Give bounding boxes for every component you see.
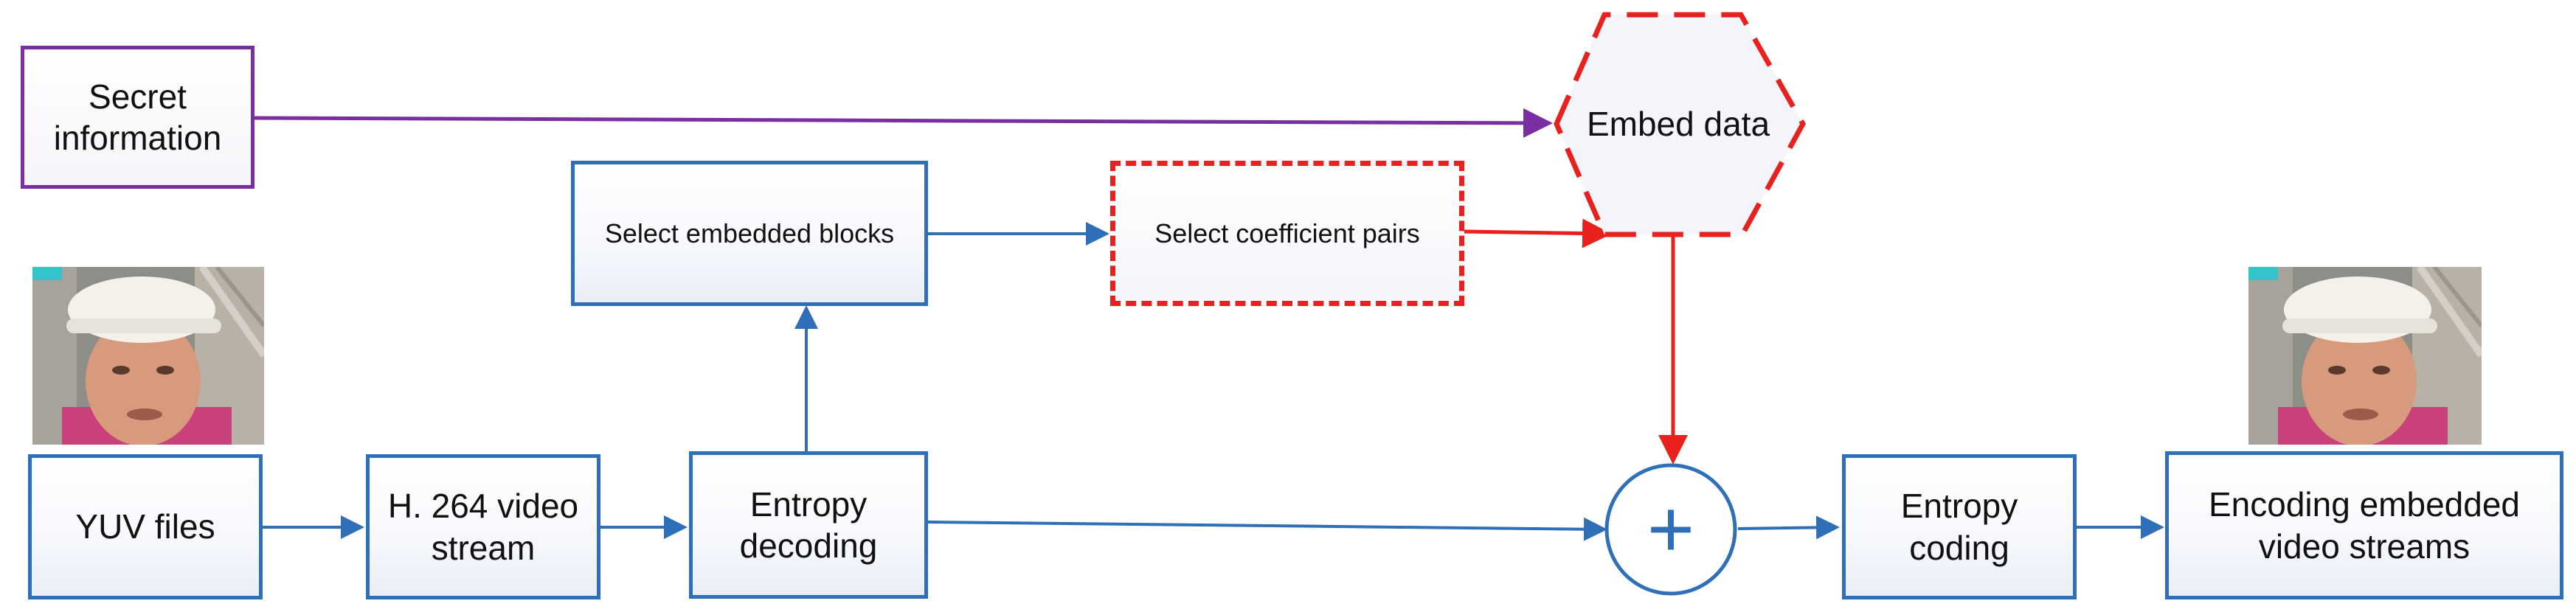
adder-symbol-wrap: + bbox=[1612, 472, 1730, 587]
adder-circle bbox=[1604, 463, 1737, 596]
arrow-pairs-to-embed bbox=[1464, 218, 1612, 248]
foreman-frame-illustration bbox=[32, 267, 264, 445]
entropy-decoding-box: Entropy decoding bbox=[689, 451, 928, 599]
input-video-frame-image bbox=[32, 267, 264, 445]
entropy-coding-box: Entropy coding bbox=[1842, 454, 2077, 599]
entropy-coding-label: Entropy coding bbox=[1900, 487, 2018, 567]
arrow-secret-to-embed bbox=[254, 108, 1553, 138]
entropy-decoding-label: Entropy decoding bbox=[739, 484, 878, 565]
select-embedded-blocks-label: Select embedded blocks bbox=[604, 218, 895, 248]
embed-data-label: Embed data bbox=[1586, 104, 1770, 143]
yuv-files-label: YUV files bbox=[75, 507, 215, 546]
yuv-files-box: YUV files bbox=[28, 454, 263, 599]
h264-stream-label: H. 264 video stream bbox=[387, 487, 579, 567]
arrow-adder-to-coding bbox=[1737, 515, 1840, 540]
h264-stream-box: H. 264 video stream bbox=[366, 454, 600, 599]
arrow-decoding-to-adder bbox=[927, 517, 1607, 541]
secret-information-box: Secret information bbox=[21, 46, 255, 189]
plus-icon: + bbox=[1647, 483, 1695, 574]
select-coefficient-pairs-box: Select coefficient pairs bbox=[1110, 161, 1464, 306]
encoding-embedded-streams-box: Encoding embedded video streams bbox=[2165, 451, 2563, 599]
select-coefficient-pairs-label: Select coefficient pairs bbox=[1154, 218, 1420, 248]
select-embedded-blocks-box: Select embedded blocks bbox=[571, 161, 928, 306]
secret-information-label: Secret information bbox=[53, 77, 222, 157]
output-video-frame-image bbox=[2248, 267, 2482, 445]
embed-data-hexagon bbox=[1554, 12, 1807, 237]
encoding-embedded-streams-label: Encoding embedded video streams bbox=[2209, 485, 2520, 566]
embed-data-label-wrap: Embed data bbox=[1564, 88, 1793, 159]
foreman-frame-illustration-output bbox=[2248, 267, 2482, 445]
